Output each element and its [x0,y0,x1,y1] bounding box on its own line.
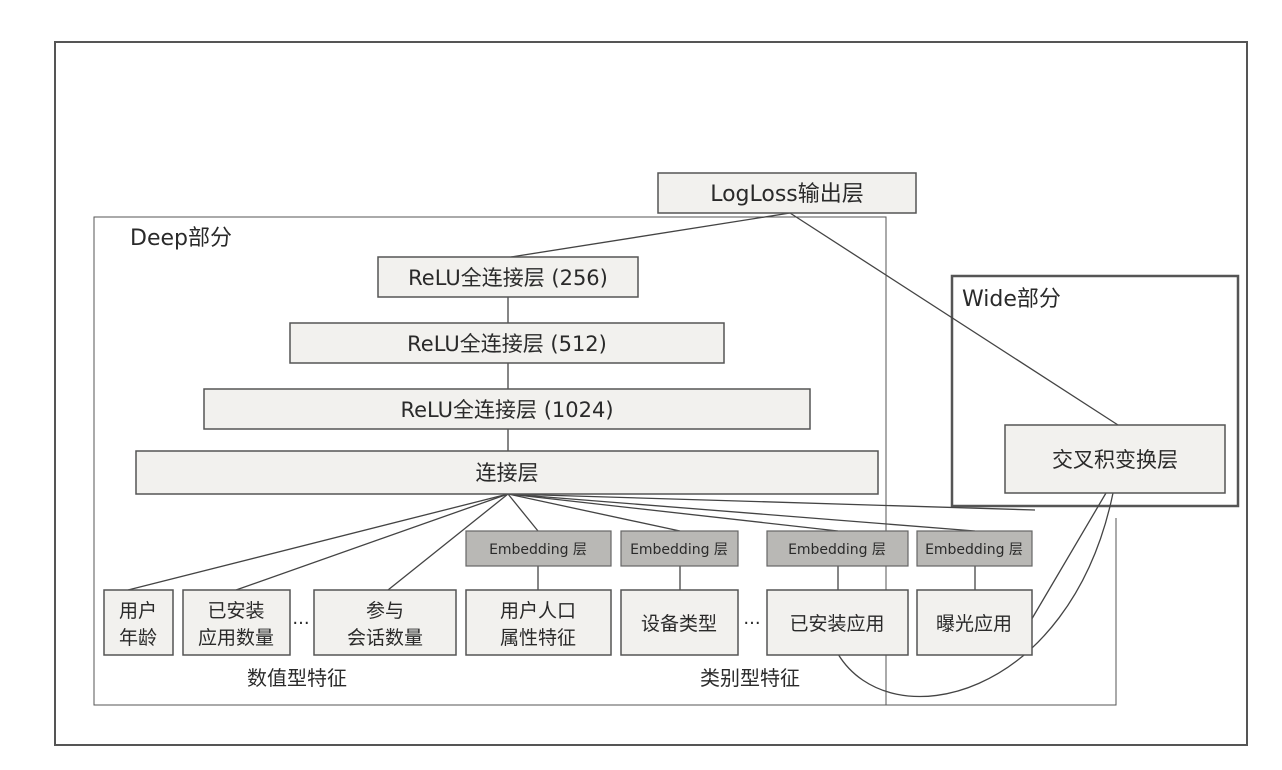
embedding-layer-4 [916,530,1033,567]
deep-section-label: Deep部分 [130,226,232,251]
edge-installed-to-cross [837,492,1114,698]
concat-layer-label: 连接层 [476,461,539,485]
edge-impression-to-cross [1029,492,1107,623]
wide-section-label: Wide部分 [962,287,1061,312]
edge-concat-to-wide [507,493,1036,511]
logloss-output-box [657,172,917,214]
relu-512-label: ReLU全连接层 (512) [407,332,607,356]
feature-session-count-line1: 参与 [366,600,404,622]
categorical-features-label: 类别型特征 [700,666,800,690]
embedding-layer-2 [620,530,739,567]
edge-concat-to-user-age [127,493,509,591]
cross-product-label: 交叉积变换层 [1052,448,1178,472]
deep-section-frame [93,216,887,706]
feature-impression-app-label: 曝光应用 [936,613,1012,635]
embedding-layer-1 [465,530,612,567]
feature-user-age-line1: 用户 [119,600,157,622]
outer-frame [54,41,1248,746]
concat-layer-box [135,450,879,495]
feature-installed-app-count-box [182,589,291,656]
edge-concat-to-emb1 [507,493,539,532]
relu-512-box [289,322,725,364]
numeric-features-label: 数值型特征 [247,666,347,690]
edge-concat-to-emb3 [507,493,839,532]
categorical-feature-ellipsis: ··· [743,613,760,634]
feature-user-demographics-line1: 用户人口 [500,600,576,622]
feature-installed-apps-box [766,589,909,656]
relu-256-label: ReLU全连接层 (256) [408,266,608,290]
feature-session-count-box [313,589,457,656]
feature-installed-app-count-line2: 应用数量 [198,627,274,649]
edge-concat-to-emb4 [507,493,976,532]
edge-concat-to-emb2 [507,493,681,532]
relu-256-box [377,256,639,298]
feature-user-demographics-line2: 属性特征 [500,627,576,649]
wide-section-frame [950,274,1240,508]
cross-product-box [1004,424,1226,494]
relu-1024-label: ReLU全连接层 (1024) [400,398,613,422]
edge-output-to-relu256 [510,212,791,258]
edge-concat-to-installed-count [235,493,509,591]
feature-impression-app-box [916,589,1033,656]
feature-user-age-line2: 年龄 [119,627,157,649]
edge-output-to-cross [789,212,1119,426]
embedding-layer-4-label: Embedding 层 [925,542,1023,558]
embedding-layer-2-label: Embedding 层 [630,542,728,558]
feature-installed-apps-label: 已安装应用 [789,613,884,635]
feature-frame-extension [886,518,1117,706]
edge-concat-to-session [387,493,509,591]
logloss-output-label: LogLoss输出层 [710,182,864,207]
relu-1024-box [203,388,811,430]
embedding-layer-3-label: Embedding 层 [788,542,886,558]
embedding-layer-3 [766,530,909,567]
connectors [127,212,1119,698]
numeric-feature-ellipsis: ··· [292,613,309,634]
embedding-layer-1-label: Embedding 层 [489,542,587,558]
feature-installed-app-count-line1: 已安装 [207,600,264,622]
feature-user-demographics-box [465,589,612,656]
feature-device-type-box [620,589,739,656]
feature-device-type-label: 设备类型 [641,613,717,635]
feature-user-age-box [103,589,174,656]
feature-session-count-line2: 会话数量 [347,627,423,649]
